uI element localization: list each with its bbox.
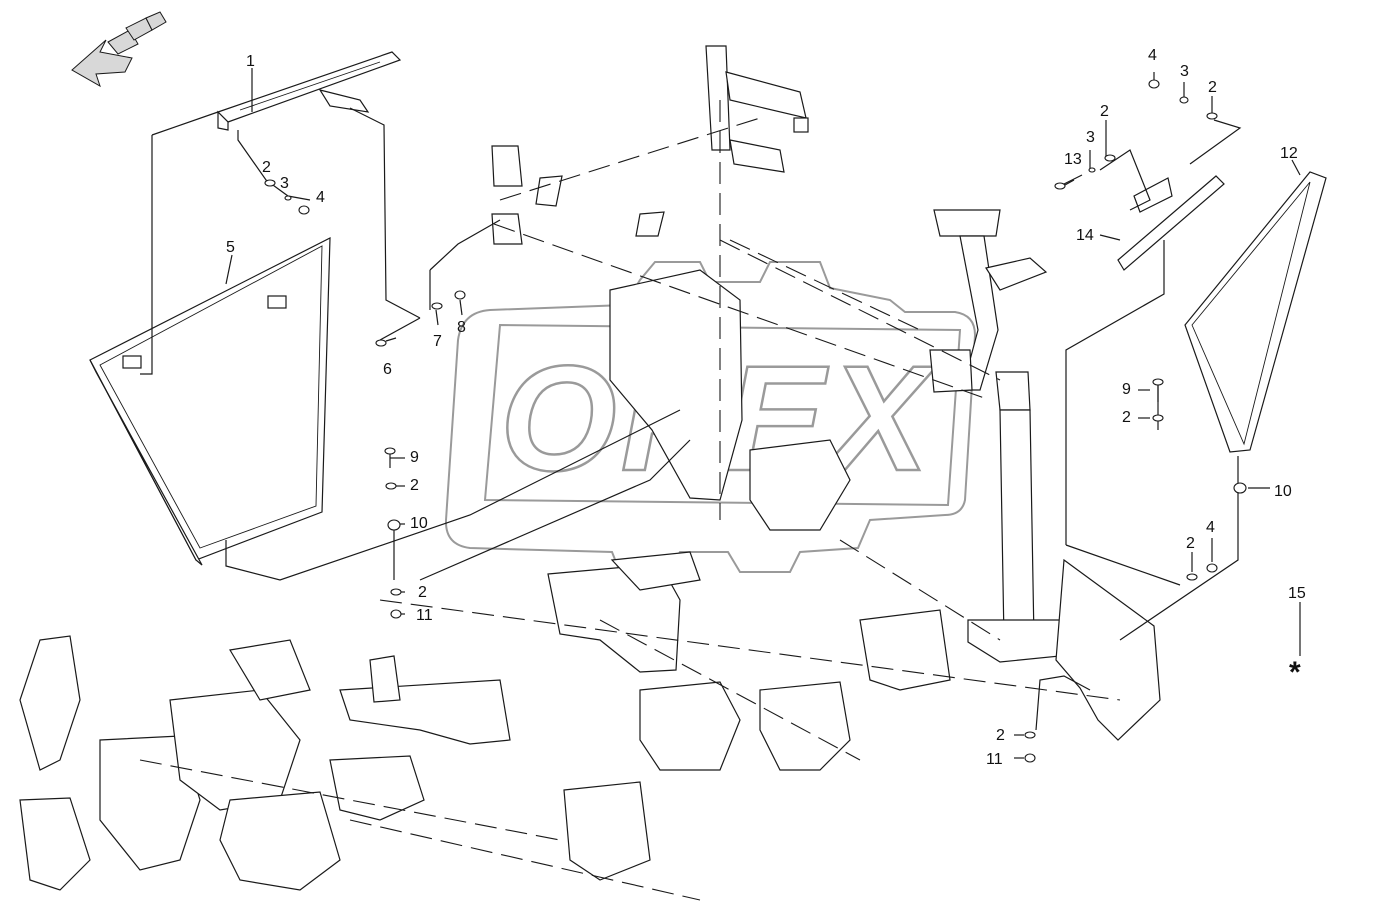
bolt-icon <box>375 337 397 347</box>
washer-icon <box>385 482 397 490</box>
nut-icon <box>298 205 310 215</box>
side-panel-part-12 <box>1184 171 1327 453</box>
washer-icon <box>264 179 276 187</box>
washer-icon <box>284 195 292 201</box>
callout-label: 4 <box>1206 519 1215 536</box>
callout-label: 13 <box>1064 151 1082 168</box>
callout-label: 14 <box>1076 227 1094 244</box>
callout-label: 7 <box>433 333 442 350</box>
bracket-part-14 <box>1117 175 1225 271</box>
callout-label: 3 <box>280 175 289 192</box>
bolt-icon <box>1054 179 1075 190</box>
callout-label: 10 <box>1274 483 1292 500</box>
washer-icon <box>1088 167 1096 173</box>
callout-label: 6 <box>383 361 392 378</box>
nut-icon <box>390 609 402 619</box>
nut-icon <box>1024 753 1036 763</box>
side-panel-part-5 <box>89 237 331 566</box>
callout-label: 2 <box>1100 103 1109 120</box>
callout-label: 1 <box>246 53 255 70</box>
callout-label: 3 <box>1086 129 1095 146</box>
callout-label: 12 <box>1280 145 1298 162</box>
callout-label: 11 <box>416 607 433 624</box>
washer-icon <box>1186 573 1198 581</box>
washer-icon <box>390 588 402 596</box>
nut-icon <box>454 290 466 300</box>
spacer-icon <box>387 519 401 531</box>
callout-label: 2 <box>262 159 271 176</box>
bolt-icon <box>1152 378 1164 402</box>
bolt-icon <box>384 447 396 468</box>
callout-label: 2 <box>1122 409 1131 426</box>
hardware-items <box>264 79 1247 763</box>
nut-icon <box>1206 563 1218 573</box>
washer-icon <box>1206 112 1218 120</box>
callout-label: 8 <box>457 319 466 336</box>
washer-icon <box>1024 731 1036 739</box>
nut-icon <box>1148 79 1160 89</box>
callout-label: 15 <box>1288 585 1306 602</box>
bracket-part-1 <box>216 51 402 131</box>
callout-label: 2 <box>1208 79 1217 96</box>
spacer-icon <box>1233 482 1247 494</box>
callout-label: 10 <box>410 515 428 532</box>
callout-label: 11 <box>986 751 1003 768</box>
washer-icon <box>1152 414 1164 422</box>
callout-label: 2 <box>418 584 427 601</box>
central-frame-assembly <box>491 45 1161 741</box>
callout-label: 4 <box>1148 47 1157 64</box>
washer-icon <box>1179 96 1189 104</box>
callout-label: 3 <box>1180 63 1189 80</box>
star-marker: * <box>1289 656 1301 689</box>
callout-labels: 1 2 3 4 5 6 7 8 9 2 10 2 11 4 3 2 2 3 13… <box>226 47 1306 768</box>
callout-label: 2 <box>996 727 1005 744</box>
callout-label: 9 <box>1122 381 1131 398</box>
direction-arrow-icon <box>71 11 167 88</box>
lower-chassis-frame <box>19 551 1121 901</box>
leader-lines <box>140 68 1301 759</box>
callout-label: 9 <box>410 449 419 466</box>
callout-label: 2 <box>1186 535 1195 552</box>
callout-label: 5 <box>226 239 235 256</box>
callout-label: 2 <box>410 477 419 494</box>
washer-icon <box>1104 154 1116 162</box>
washer-icon <box>431 302 443 310</box>
callout-label: 4 <box>316 189 325 206</box>
